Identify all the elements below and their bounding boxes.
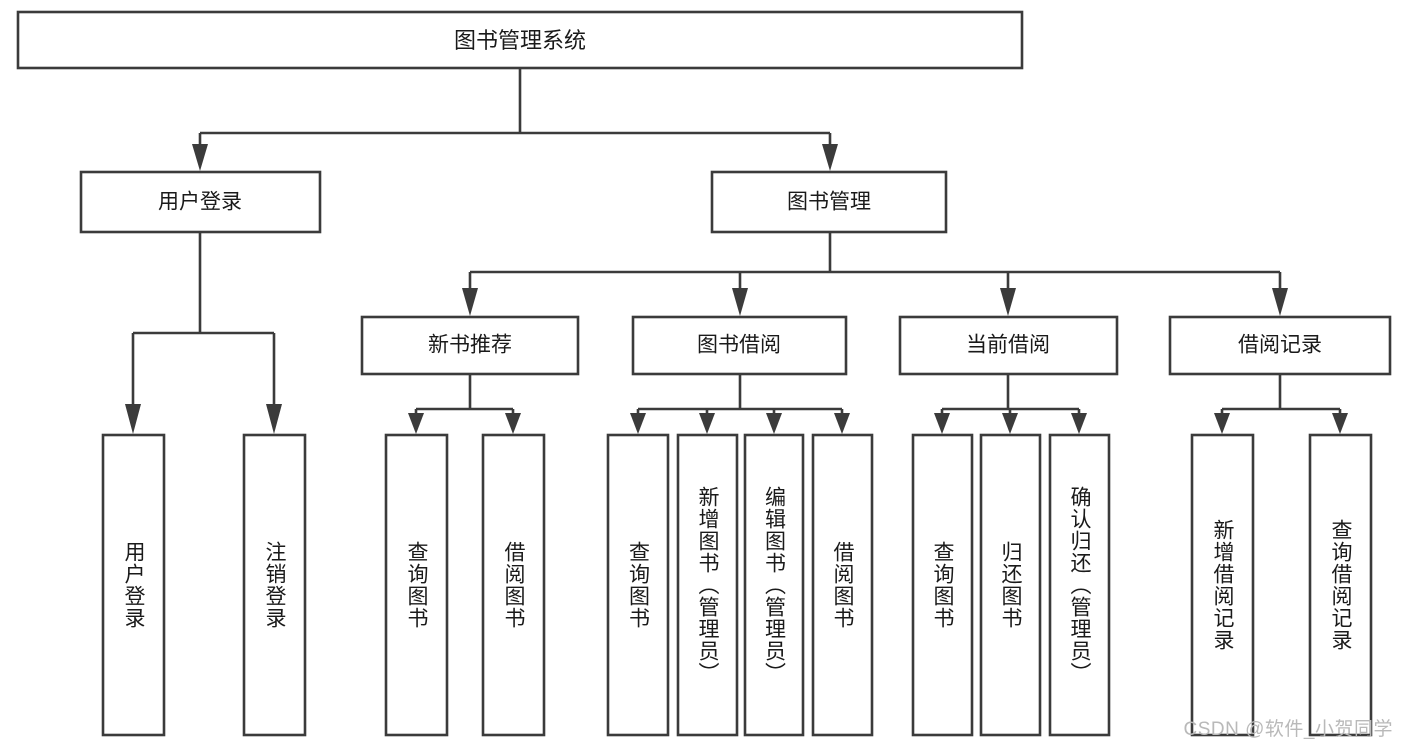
arrow-newbook-leaf-2 <box>505 413 521 434</box>
node-new-book-recommend[interactable]: 新书推荐 <box>360 315 580 376</box>
node-user-login-label: 用户登录 <box>158 191 242 214</box>
arrow-record-leaf-2 <box>1332 413 1348 434</box>
arrow-current-leaf-1 <box>934 413 950 434</box>
leaf-rect-query-book-cur[interactable] <box>911 433 974 737</box>
leaf-rect-edit-book-admin[interactable] <box>743 433 805 737</box>
node-borrow-record-label: 借阅记录 <box>1238 334 1322 357</box>
node-current-borrow-rect[interactable] <box>898 315 1119 376</box>
node-book-management-rect[interactable] <box>710 170 948 234</box>
leaf-rect-borrow-book[interactable] <box>811 433 874 737</box>
arrow-borrow-leaf-2 <box>699 413 715 434</box>
arrow-to-book-borrow <box>732 288 748 316</box>
arrow-to-current-borrow <box>1000 288 1016 316</box>
node-book-borrow[interactable]: 图书借阅 <box>631 315 848 376</box>
leaf-rect-add-book-admin[interactable] <box>676 433 739 737</box>
leaf-rect-logout[interactable] <box>242 433 307 737</box>
node-current-borrow[interactable]: 当前借阅 <box>898 315 1119 376</box>
node-user-login[interactable]: 用户登录 <box>79 170 322 234</box>
arrow-newbook-leaf-1 <box>408 413 424 434</box>
arrow-to-user-login <box>192 144 208 171</box>
leaf-rect-borrow-book-new[interactable] <box>481 433 546 737</box>
node-new-book-recommend-label: 新书推荐 <box>428 334 512 357</box>
arrow-to-book-mgmt <box>822 144 838 171</box>
arrow-record-leaf-1 <box>1214 413 1230 434</box>
node-root[interactable]: 图书管理系统 <box>16 10 1024 70</box>
leaf-rect-confirm-return[interactable] <box>1048 433 1111 737</box>
node-borrow-record[interactable]: 借阅记录 <box>1168 315 1392 376</box>
node-borrow-record-rect[interactable] <box>1168 315 1392 376</box>
node-book-management[interactable]: 图书管理 <box>710 170 948 234</box>
node-new-book-recommend-rect[interactable] <box>360 315 580 376</box>
arrow-borrow-leaf-4 <box>834 413 850 434</box>
leaf-rect-user-login[interactable] <box>101 433 166 737</box>
leaf-rect-query-book-borrow[interactable] <box>606 433 670 737</box>
node-book-borrow-rect[interactable] <box>631 315 848 376</box>
csdn-watermark: CSDN @软件_小贺同学 <box>1183 719 1393 740</box>
connector-layer <box>125 68 1348 434</box>
leaf-rect-return-book[interactable] <box>979 433 1042 737</box>
leaf-rect-query-record[interactable] <box>1308 433 1373 737</box>
node-current-borrow-label: 当前借阅 <box>966 334 1050 357</box>
leaf-rect-add-record[interactable] <box>1190 433 1255 737</box>
node-root-label: 图书管理系统 <box>454 28 586 53</box>
arrow-current-leaf-2 <box>1002 413 1018 434</box>
arrow-borrow-leaf-1 <box>630 413 646 434</box>
arrow-to-leaf-user-login <box>125 404 141 434</box>
leaf-layer <box>101 433 1373 737</box>
node-book-borrow-label: 图书借阅 <box>697 334 781 357</box>
arrow-to-new-book-rec <box>462 288 478 316</box>
node-book-management-label: 图书管理 <box>787 191 871 214</box>
arrow-to-borrow-record <box>1272 288 1288 316</box>
node-root-rect[interactable] <box>16 10 1024 70</box>
arrow-current-leaf-3 <box>1071 413 1087 434</box>
arrow-borrow-leaf-3 <box>766 413 782 434</box>
node-user-login-rect[interactable] <box>79 170 322 234</box>
arrow-to-leaf-logout <box>266 404 282 434</box>
leaf-rect-query-book-new[interactable] <box>384 433 449 737</box>
